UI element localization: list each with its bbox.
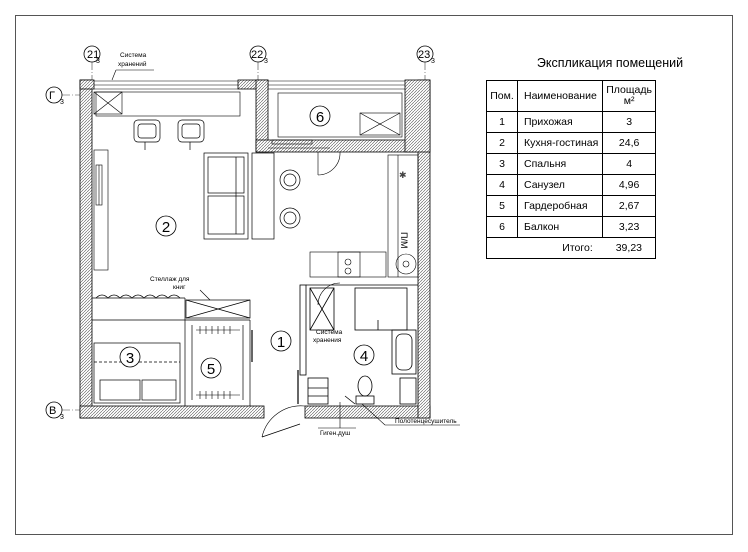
- cell-name: Санузел: [516, 174, 604, 196]
- axis-marker-v: В 3: [45, 401, 64, 421]
- note-storage-bath-2: хранения: [313, 337, 342, 344]
- schedule-title: Экспликация помещений: [536, 56, 684, 70]
- note-shelf: Стеллаж для: [150, 276, 190, 283]
- axis-marker-22: 22 3: [249, 45, 268, 65]
- axis-sub: 3: [60, 99, 64, 106]
- cell-area: 4,96: [602, 174, 656, 196]
- note-towel-dryer: Полотенцесушитель: [395, 418, 457, 425]
- axis-marker-g: Г 3: [45, 86, 64, 106]
- note-storage-top-2: хранений: [118, 60, 147, 68]
- cell-name: Гардеробная: [516, 195, 604, 217]
- header-name: Наименование: [516, 80, 604, 112]
- cell-area: 3,23: [602, 216, 656, 238]
- bathroom: [299, 284, 418, 405]
- room-label-3: 3: [126, 350, 134, 367]
- chairs: [133, 119, 205, 150]
- cell-name: Кухня-гостиная: [516, 132, 604, 154]
- cell-name: Спальня: [516, 153, 604, 175]
- cell-name: Балкон: [516, 216, 604, 238]
- cell-area: 3: [602, 111, 656, 133]
- cell-area: 24,6: [602, 132, 656, 154]
- room-schedule: Экспликация помещений Пом. Наименование …: [485, 56, 734, 259]
- axis-num: 22: [251, 49, 263, 61]
- room-label-2: 2: [162, 219, 170, 236]
- svg-text:✱: ✱: [399, 170, 407, 180]
- cell-area: 4: [602, 153, 656, 175]
- axis-num: Г: [49, 90, 55, 102]
- axis-sub: 3: [431, 58, 435, 65]
- note-shower: Гиген.душ: [320, 430, 350, 437]
- sofa: [203, 152, 249, 240]
- table-row: 6 Балкон 3,23: [486, 216, 656, 238]
- axis-num: 23: [418, 49, 430, 61]
- axis-sub: 3: [60, 414, 64, 421]
- table-row: 3 Спальня 4: [486, 153, 656, 175]
- header-num: Пом.: [486, 80, 518, 112]
- exterior-walls: [79, 79, 431, 419]
- room-label-1: 1: [277, 334, 285, 351]
- room-label-4: 4: [360, 348, 368, 365]
- cell-num: 2: [486, 132, 518, 154]
- table-total-row: Итого: 39,23: [485, 237, 656, 259]
- total-value: 39,23: [602, 237, 656, 259]
- bed: [93, 342, 181, 404]
- cell-num: 3: [486, 153, 518, 175]
- cell-area: 2,67: [602, 195, 656, 217]
- cell-num: 4: [486, 174, 518, 196]
- axis-num: В: [49, 405, 56, 417]
- total-label: Итого:: [485, 237, 603, 259]
- note-storage-bath: Система: [316, 329, 343, 336]
- axis-num: 21: [87, 49, 99, 61]
- table-row: 1 Прихожая 3: [486, 111, 656, 133]
- cell-num: 5: [486, 195, 518, 217]
- note-shelf-2: книг: [173, 284, 186, 291]
- note-dishwasher: П/М: [399, 232, 409, 248]
- axis-sub: 3: [264, 58, 268, 65]
- cell-num: 1: [486, 111, 518, 133]
- cell-num: 6: [486, 216, 518, 238]
- balcony: [268, 92, 403, 149]
- table-row: 5 Гардеробная 2,67: [486, 195, 656, 217]
- room-label-6: 6: [316, 109, 324, 126]
- room-label-5: 5: [207, 361, 215, 378]
- drawing-frame: [15, 15, 733, 535]
- table-row: 2 Кухня-гостиная 24,6: [486, 132, 656, 154]
- table-row: 4 Санузел 4,96: [486, 174, 656, 196]
- kitchen-counter: [309, 154, 419, 278]
- axis-sub: 3: [96, 58, 100, 65]
- cell-name: Прихожая: [516, 111, 604, 133]
- axis-marker-21: 21 3: [83, 45, 101, 65]
- axis-marker-23: 23 3: [416, 45, 435, 65]
- note-storage-top: Система: [120, 52, 147, 59]
